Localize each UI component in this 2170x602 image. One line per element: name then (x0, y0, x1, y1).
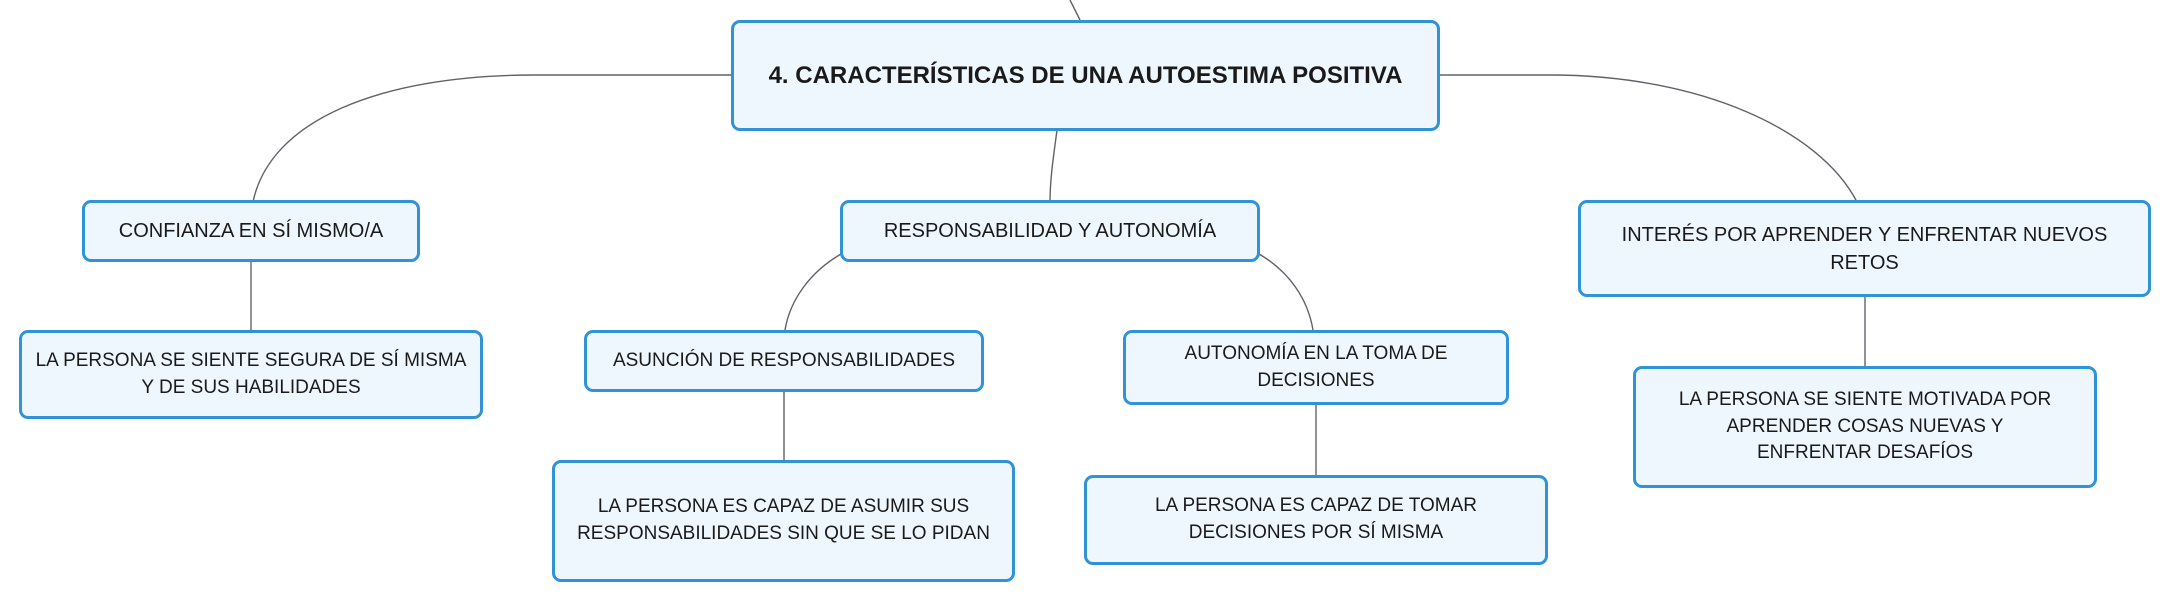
node-interes-label: INTERÉS POR APRENDER Y ENFRENTAR NUEVOS … (1621, 223, 2108, 274)
node-interes-detail-label: LA PERSONA SE SIENTE MOTIVADA POR APREND… (1678, 389, 2052, 464)
connector-responsabilidad-asuncion (784, 253, 842, 331)
node-autonomia-detail-label: LA PERSONA ES CAPAZ DE TOMAR DECISIONES … (1154, 495, 1478, 543)
node-asuncion-label: ASUNCIÓN DE RESPONSABILIDADES (612, 349, 956, 371)
node-confianza-detail[interactable]: LA PERSONA SE SIENTE SEGURA DE SÍ MISMA … (19, 330, 483, 419)
connector-responsabilidad-autonomia (1258, 253, 1314, 331)
node-responsabilidad-label: RESPONSABILIDAD Y AUTONOMÍA (883, 220, 1217, 242)
node-interes-detail[interactable]: LA PERSONA SE SIENTE MOTIVADA POR APREND… (1633, 366, 2097, 488)
root-node-label: 4. CARACTERÍSTICAS DE UNA AUTOESTIMA POS… (768, 61, 1403, 89)
node-interes[interactable]: INTERÉS POR APRENDER Y ENFRENTAR NUEVOS … (1578, 200, 2151, 297)
node-autonomia-label: AUTONOMÍA EN LA TOMA DE DECISIONES (1184, 342, 1448, 391)
connector-root-confianza (252, 74, 731, 203)
node-confianza-label: CONFIANZA EN SÍ MISMO/A (118, 220, 384, 242)
node-autonomia[interactable]: AUTONOMÍA EN LA TOMA DE DECISIONES (1123, 330, 1509, 405)
connector-root-responsabilidad (1049, 129, 1058, 203)
node-autonomia-detail[interactable]: LA PERSONA ES CAPAZ DE TOMAR DECISIONES … (1084, 475, 1548, 565)
node-asuncion-detail-label: LA PERSONA ES CAPAZ DE ASUMIR SUS RESPON… (577, 496, 990, 544)
node-confianza-detail-label: LA PERSONA SE SIENTE SEGURA DE SÍ MISMA … (35, 349, 467, 398)
node-responsabilidad[interactable]: RESPONSABILIDAD Y AUTONOMÍA (840, 200, 1260, 262)
node-asuncion-detail[interactable]: LA PERSONA ES CAPAZ DE ASUMIR SUS RESPON… (552, 460, 1015, 582)
connector-root-parent (1069, 0, 1081, 21)
connector-root-interes (1440, 74, 1858, 203)
node-confianza[interactable]: CONFIANZA EN SÍ MISMO/A (82, 200, 420, 262)
root-node[interactable]: 4. CARACTERÍSTICAS DE UNA AUTOESTIMA POS… (731, 20, 1440, 131)
node-asuncion[interactable]: ASUNCIÓN DE RESPONSABILIDADES (584, 330, 984, 392)
